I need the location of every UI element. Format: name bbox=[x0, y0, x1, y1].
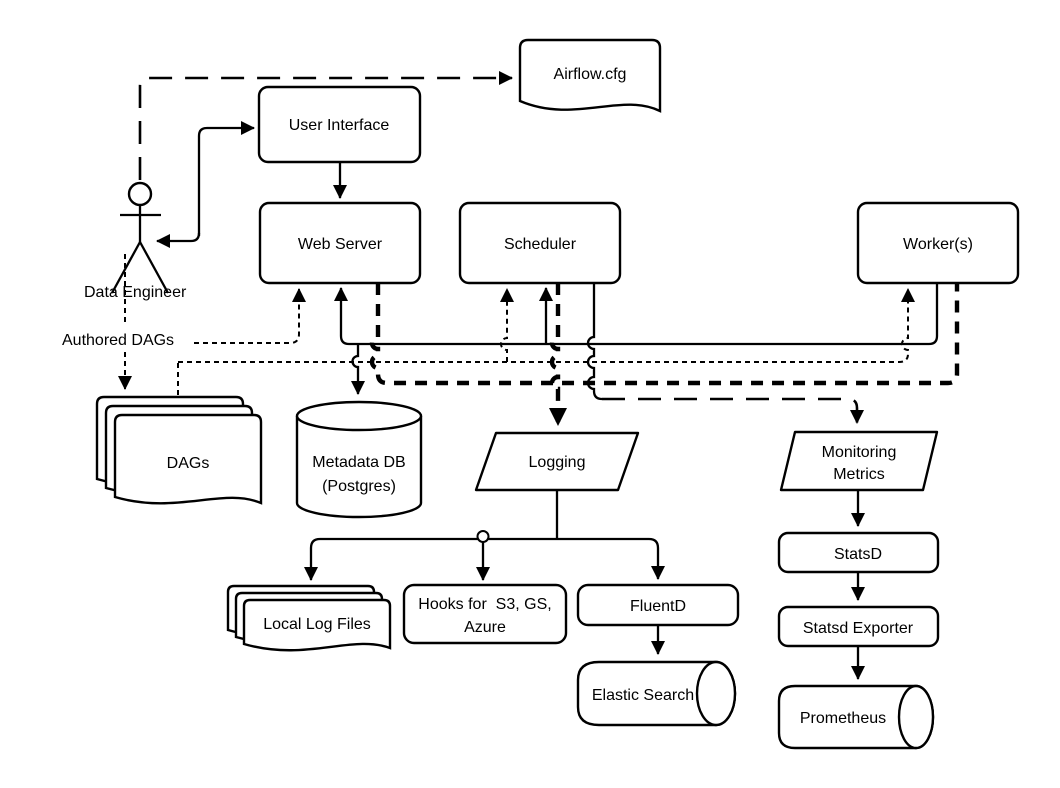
node-scheduler: Scheduler bbox=[458, 201, 622, 285]
actor-label: Data Engineer bbox=[84, 284, 187, 301]
statsd-exporter-box bbox=[777, 605, 940, 648]
prometheus-label: Prometheus bbox=[800, 710, 886, 727]
node-local-log-files: Local Log Files bbox=[226, 584, 392, 652]
local-log-files-label: Local Log Files bbox=[263, 616, 371, 633]
hooks-label-line1: Hooks for S3, GS, bbox=[418, 596, 551, 613]
logging-parallelogram bbox=[474, 431, 640, 492]
fluentd-label: FluentD bbox=[630, 598, 686, 615]
node-statsd-exporter: Statsd Exporter bbox=[777, 605, 940, 648]
airflow-cfg-document-shape bbox=[518, 38, 662, 113]
node-airflow-cfg: Airflow.cfg bbox=[518, 38, 662, 113]
edge-log-bus-webserver-worker bbox=[369, 283, 960, 386]
dags-label: DAGs bbox=[167, 455, 210, 472]
logging-label: Logging bbox=[529, 454, 586, 471]
node-web-server: Web Server bbox=[258, 201, 422, 285]
scheduler-box bbox=[458, 201, 622, 285]
edge-engineer-to-airflowcfg bbox=[138, 71, 513, 180]
web-server-label: Web Server bbox=[298, 236, 383, 253]
web-server-box bbox=[258, 201, 422, 285]
node-workers: Worker(s) bbox=[856, 201, 1020, 285]
branch-junction-dot bbox=[476, 530, 490, 543]
authored-dags-label: Authored DAGs bbox=[62, 332, 174, 349]
edge-scheduler-monitoring-stem bbox=[586, 283, 603, 401]
metadata-db-label-line1: Metadata DB bbox=[312, 454, 405, 471]
actor-data-engineer: Data Engineer bbox=[84, 181, 187, 301]
statsd-label: StatsD bbox=[834, 546, 882, 563]
node-dags: DAGs bbox=[95, 395, 263, 505]
fluentd-box bbox=[576, 583, 740, 627]
local-logs-document-front bbox=[242, 598, 392, 652]
statsd-exporter-label: Statsd Exporter bbox=[803, 620, 914, 637]
workers-label: Worker(s) bbox=[903, 236, 973, 253]
statsd-box bbox=[777, 531, 940, 574]
edge-solid-bus-worker-webserver bbox=[334, 283, 939, 346]
prometheus-cylinder-cap bbox=[897, 684, 935, 750]
node-monitoring-metrics: Monitoring Metrics bbox=[779, 430, 939, 492]
node-statsd: StatsD bbox=[777, 531, 940, 574]
user-interface-label: User Interface bbox=[289, 117, 390, 134]
node-user-interface: User Interface bbox=[257, 85, 422, 164]
hooks-label-line2: Azure bbox=[464, 619, 506, 636]
elastic-search-cylinder-cap bbox=[695, 660, 737, 727]
actor-leg-left bbox=[110, 241, 142, 294]
monitoring-metrics-label-line1: Monitoring bbox=[822, 444, 897, 461]
metadata-db-cylinder-body bbox=[295, 416, 423, 519]
user-interface-box bbox=[257, 85, 422, 164]
node-prometheus: Prometheus bbox=[777, 684, 935, 750]
dags-document-front bbox=[113, 413, 263, 505]
monitoring-metrics-parallelogram bbox=[779, 430, 939, 492]
edge-dags-bus-to-scheduler bbox=[500, 288, 514, 362]
edge-scheduler-to-monitoring bbox=[602, 397, 864, 424]
scheduler-label: Scheduler bbox=[504, 236, 577, 253]
edge-dags-bus-to-worker bbox=[178, 288, 915, 363]
node-fluentd: FluentD bbox=[576, 583, 740, 627]
actor-leg-right bbox=[138, 241, 170, 294]
edge-authored-dags-to-webserver bbox=[194, 288, 306, 344]
node-metadata-db: Metadata DB (Postgres) bbox=[295, 400, 423, 519]
hooks-box bbox=[402, 583, 568, 645]
edge-engineer-to-ui bbox=[197, 121, 255, 236]
edge-ui-to-engineer bbox=[156, 232, 201, 248]
node-logging: Logging bbox=[474, 431, 640, 492]
workers-box bbox=[856, 201, 1020, 285]
node-elastic-search: Elastic Search bbox=[576, 660, 737, 727]
edges bbox=[118, 71, 960, 680]
edge-scheduler-to-logging bbox=[549, 283, 567, 426]
metadata-db-cylinder-top bbox=[295, 400, 423, 432]
airflow-cfg-label: Airflow.cfg bbox=[554, 66, 627, 83]
monitoring-metrics-label-line2: Metrics bbox=[833, 466, 885, 483]
metadata-db-label-line2: (Postgres) bbox=[322, 478, 396, 495]
elastic-search-label: Elastic Search bbox=[592, 687, 694, 704]
edge-bus-to-metadata-db bbox=[351, 344, 365, 395]
actor-head bbox=[127, 181, 153, 207]
node-hooks: Hooks for S3, GS, Azure bbox=[402, 583, 568, 645]
